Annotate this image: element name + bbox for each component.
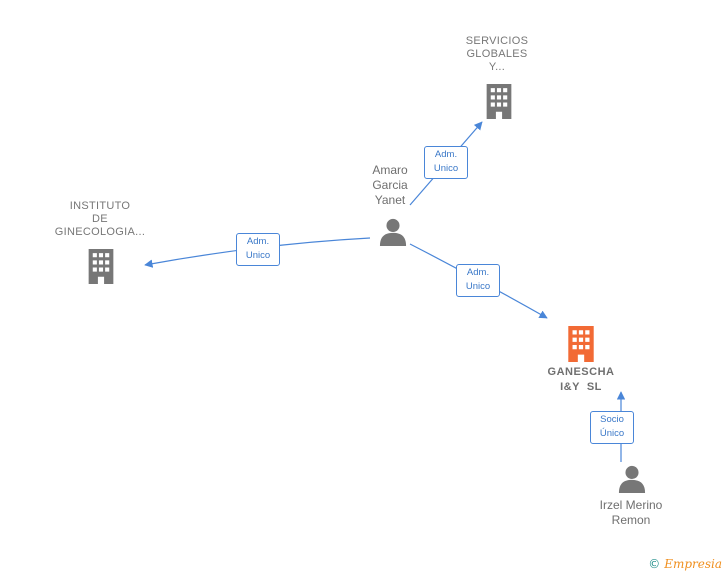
edge-label-amaro-instituto: Adm. Unico (236, 233, 280, 266)
person-icon[interactable] (379, 218, 407, 246)
copyright-icon: © (648, 557, 661, 571)
node-label-ganescha[interactable]: GANESCHA I&Y SL (547, 366, 615, 393)
building-icon[interactable] (568, 326, 594, 362)
building-icon[interactable] (486, 84, 512, 119)
empresia-credit[interactable]: ©Empresia (648, 557, 722, 571)
node-label-amaro[interactable]: Amaro Garcia Yanet (372, 163, 408, 207)
empresia-logo: Empresia (664, 557, 722, 571)
node-label-irzel[interactable]: Irzel Merino Remon (599, 498, 663, 527)
node-label-instituto[interactable]: INSTITUTO DE GINECOLOGIA... (54, 200, 146, 238)
node-label-servicios[interactable]: SERVICIOS GLOBALES Y... (465, 35, 529, 73)
edge-label-amaro-servicios: Adm. Unico (424, 146, 468, 179)
building-icon[interactable] (88, 249, 114, 284)
edge-label-irzel-ganescha: Socio Único (590, 411, 634, 444)
person-icon[interactable] (618, 465, 646, 493)
edge-label-amaro-ganescha: Adm. Unico (456, 264, 500, 297)
